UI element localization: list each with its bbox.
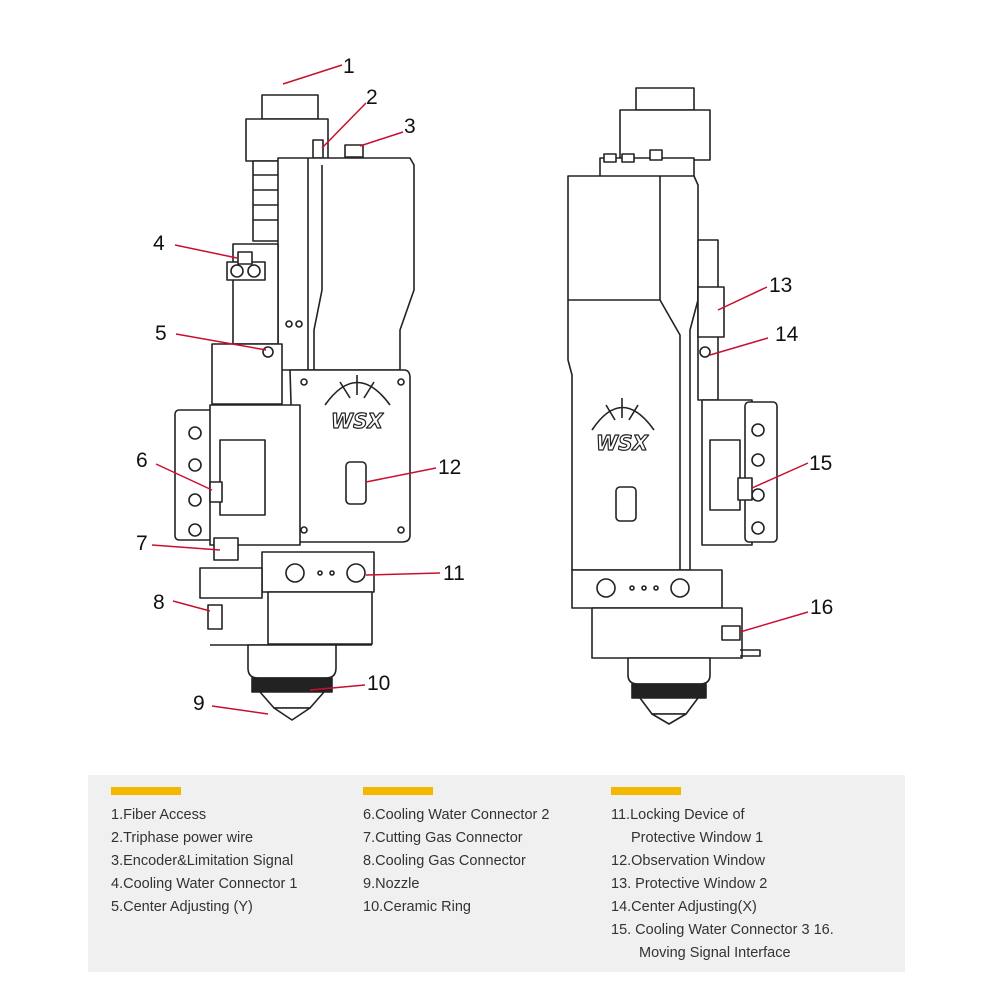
legend-item: 4.Cooling Water Connector 1	[111, 876, 298, 892]
wsx-logo-right: WSX	[596, 431, 649, 455]
callout-14: 14	[775, 323, 799, 346]
legend-item: 9.Nozzle	[363, 876, 420, 892]
callout-12: 12	[438, 456, 461, 479]
legend-item: 5.Center Adjusting (Y)	[111, 899, 253, 915]
callout-labels: 1 2 3 4 5 6 7 8 9 10 11 12 13 14 15 16	[136, 55, 833, 715]
callout-15: 15	[809, 452, 832, 475]
callout-8: 8	[153, 591, 165, 614]
callout-1: 1	[343, 55, 355, 78]
legend-item: 6.Cooling Water Connector 2	[363, 807, 550, 823]
callout-16: 16	[810, 596, 833, 619]
laser-head-diagram: WSX	[136, 55, 833, 725]
legend-item: 7.Cutting Gas Connector	[363, 830, 523, 846]
callout-7: 7	[136, 532, 148, 555]
callout-11: 11	[443, 562, 465, 585]
accent-bar	[111, 787, 181, 795]
callout-4: 4	[153, 232, 165, 255]
callout-9: 9	[193, 692, 205, 715]
legend-item: 3.Encoder&Limitation Signal	[111, 853, 294, 869]
callout-6: 6	[136, 449, 148, 472]
legend-panel: 1.Fiber Access 2.Triphase power wire 3.E…	[88, 775, 905, 972]
legend-item: 13. Protective Window 2	[611, 876, 768, 892]
wsx-logo-left: WSX	[331, 409, 384, 433]
legend-item: 8.Cooling Gas Connector	[363, 853, 526, 869]
left-view: WSX	[174, 94, 415, 721]
leader-lines	[151, 64, 809, 715]
right-view: WSX	[567, 87, 778, 725]
legend-item: 15. Cooling Water Connector 3 16.	[611, 922, 834, 938]
callout-3: 3	[404, 115, 416, 138]
legend-item-continuation: Protective Window 1	[631, 830, 764, 846]
legend-item: 2.Triphase power wire	[111, 830, 254, 846]
legend-item: 12.Observation Window	[611, 853, 765, 869]
accent-bar	[363, 787, 433, 795]
legend-item: 1.Fiber Access	[111, 807, 207, 823]
accent-bar	[611, 787, 681, 795]
callout-5: 5	[155, 322, 167, 345]
legend-item-continuation: Moving Signal Interface	[639, 945, 791, 961]
callout-13: 13	[769, 274, 792, 297]
legend-item: 10.Ceramic Ring	[363, 899, 471, 915]
legend-item: 11.Locking Device of	[611, 807, 745, 823]
callout-2: 2	[366, 86, 378, 109]
legend-item: 14.Center Adjusting(X)	[611, 899, 757, 915]
callout-10: 10	[367, 672, 390, 695]
